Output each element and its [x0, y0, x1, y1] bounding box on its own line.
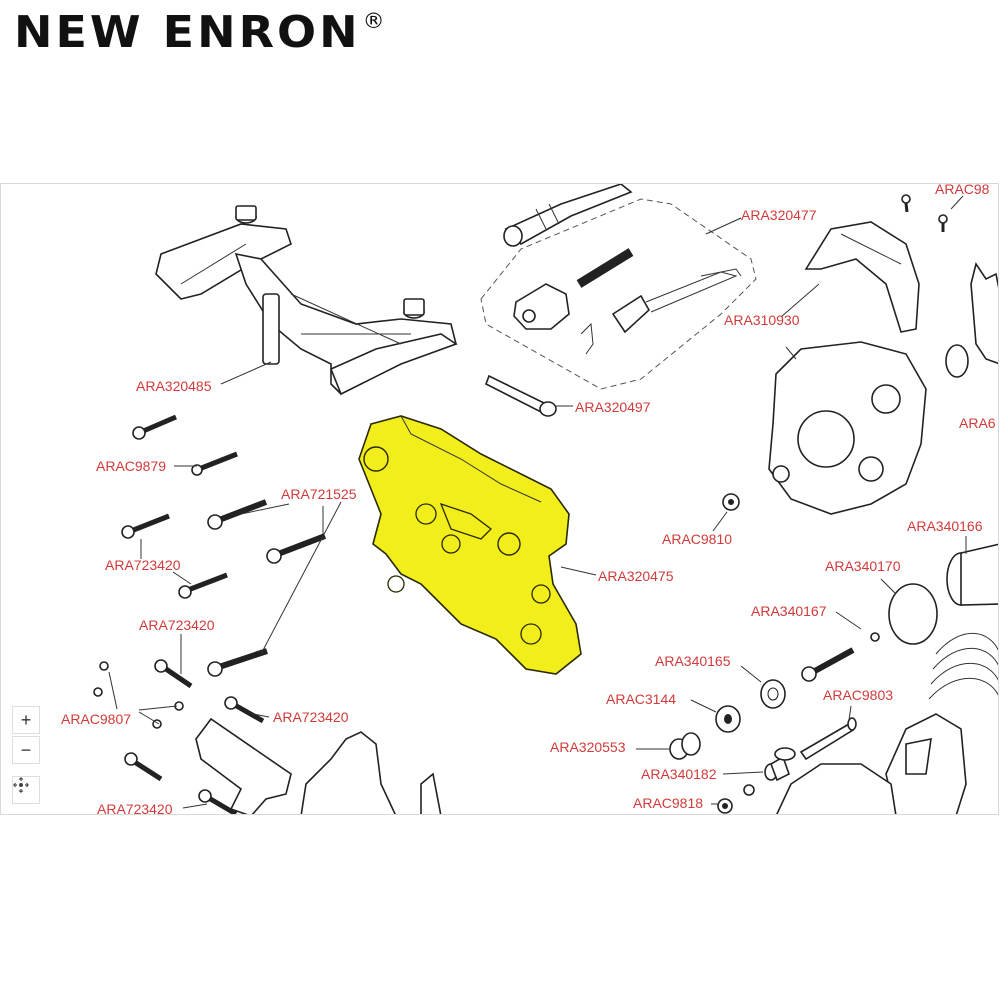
label-arac9807[interactable]: ARAC9807	[61, 711, 131, 727]
part-nut-9818[interactable]	[717, 784, 755, 814]
part-driveshaft[interactable]	[503, 184, 633, 247]
label-arac3144[interactable]: ARAC3144	[606, 691, 676, 707]
part-nut[interactable]	[722, 493, 740, 511]
label-ara340182[interactable]: ARA340182	[641, 766, 717, 782]
part-pin[interactable]	[484, 374, 557, 417]
part-diff-housing[interactable]	[885, 713, 967, 815]
part-gearbox-housing[interactable]	[768, 341, 927, 515]
part-drive-cup-340182[interactable]	[764, 747, 796, 782]
label-ara320553[interactable]: ARA320553	[550, 739, 626, 755]
label-ara320475[interactable]: ARA320475	[598, 568, 674, 584]
part-output-cup[interactable]	[946, 543, 999, 606]
exploded-parts-diagram: ARA320485 ARA320475	[61, 184, 999, 815]
diagram-viewer[interactable]: ARA320485 ARA320475	[0, 183, 999, 815]
part-lower-plate[interactable]	[195, 717, 442, 815]
label-ara723420-a[interactable]: ARA723420	[105, 557, 181, 573]
zoom-in-icon: +	[20, 709, 32, 730]
label-arac9818[interactable]: ARAC9818	[633, 795, 703, 811]
label-arac9879[interactable]: ARAC9879	[96, 458, 166, 474]
part-bearing-3144[interactable]	[715, 705, 741, 733]
label-ara723420-b[interactable]: ARA723420	[139, 617, 215, 633]
part-bearing-320553[interactable]	[669, 732, 701, 760]
part-pinion[interactable]	[760, 679, 786, 709]
label-ara723420-d[interactable]: ARA723420	[97, 801, 173, 815]
part-diff-carrier[interactable]	[776, 763, 897, 815]
label-ara310930[interactable]: ARA310930	[724, 312, 800, 328]
label-ara320497[interactable]: ARA320497	[575, 399, 651, 415]
zoom-out-button[interactable]: −	[12, 736, 40, 764]
brand-name: NEW ENRON	[14, 6, 361, 58]
zoom-out-icon: −	[20, 739, 32, 760]
zoom-in-button[interactable]: +	[12, 706, 40, 734]
part-gear-cover[interactable]	[804, 221, 920, 333]
assembly-group-outline	[480, 198, 757, 390]
part-spur-gear[interactable]	[945, 262, 999, 378]
part-body-mount[interactable]	[155, 205, 458, 396]
part-o-ring[interactable]	[888, 583, 938, 645]
label-ara340166[interactable]: ARA340166	[907, 518, 983, 534]
label-ara340170[interactable]: ARA340170	[825, 558, 901, 574]
locate-icon	[13, 777, 29, 793]
brand-logo: NEW ENRON®	[14, 6, 388, 57]
part-highlighted-bulkhead[interactable]	[358, 415, 582, 675]
label-arac98-top[interactable]: ARAC98	[935, 184, 990, 197]
part-spring[interactable]	[928, 632, 999, 700]
label-ara340167[interactable]: ARA340167	[751, 603, 827, 619]
label-arac9810[interactable]: ARAC9810	[662, 531, 732, 547]
part-small-screws-top-right[interactable]	[901, 194, 948, 232]
label-ara320477[interactable]: ARA320477	[741, 207, 817, 223]
label-ara320485[interactable]: ARA320485	[136, 378, 212, 394]
screws-left[interactable]	[93, 414, 327, 814]
part-servo-saver-assembly[interactable]	[513, 248, 742, 355]
registered-mark: ®	[362, 9, 388, 34]
label-arac9803[interactable]: ARAC9803	[823, 687, 893, 703]
label-ara6-right[interactable]: ARA6	[959, 415, 996, 431]
label-ara340165[interactable]: ARA340165	[655, 653, 731, 669]
label-ara723420-c[interactable]: ARA723420	[273, 709, 349, 725]
reset-view-button[interactable]	[12, 776, 40, 804]
part-shaft-9803[interactable]	[799, 717, 857, 761]
label-ara721525[interactable]: ARA721525	[281, 486, 357, 502]
part-screw-340167[interactable]	[801, 632, 880, 682]
